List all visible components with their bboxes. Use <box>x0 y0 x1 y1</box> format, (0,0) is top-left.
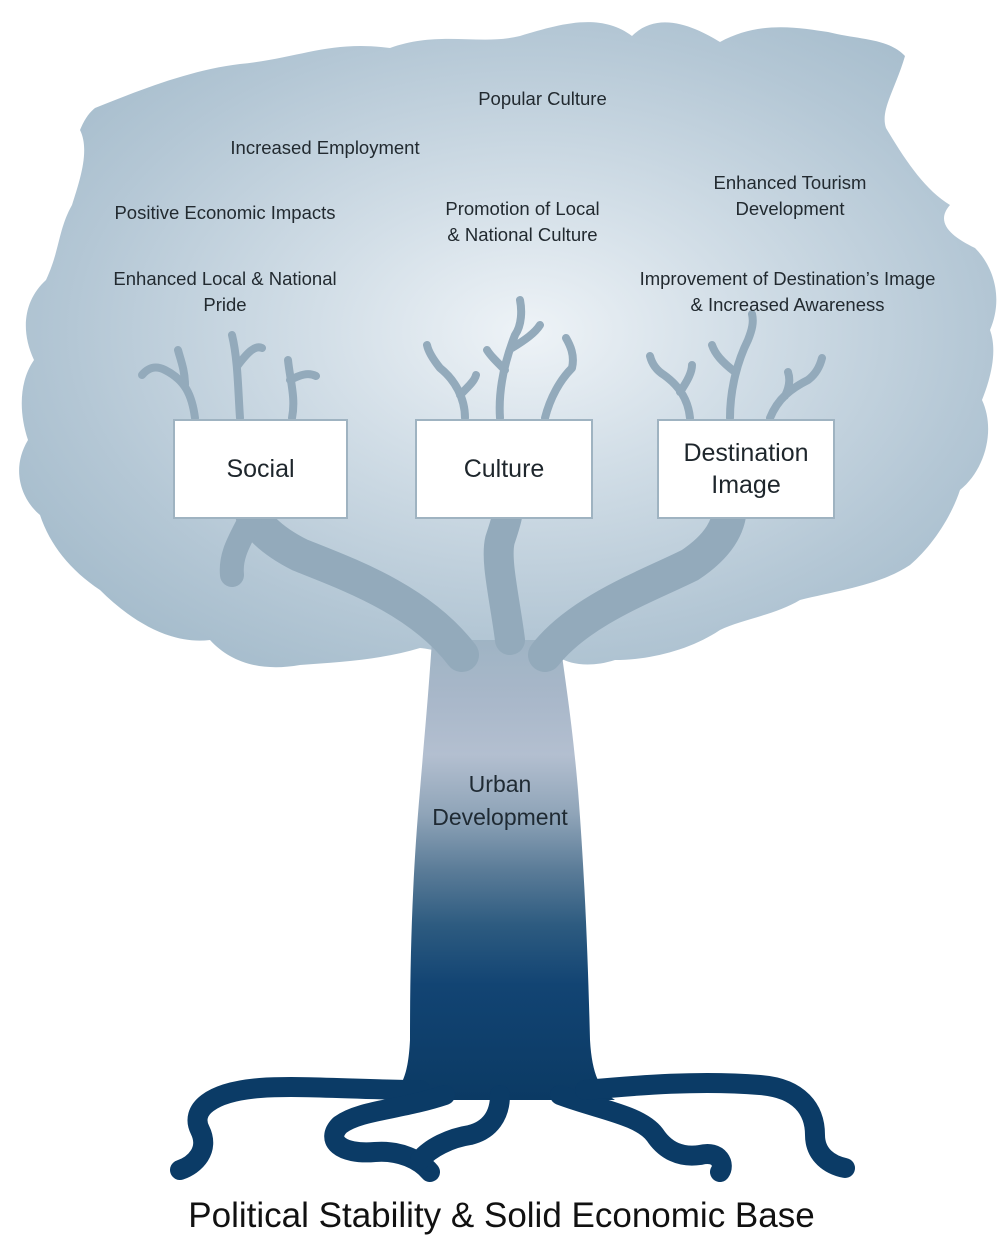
label-increased-employment: Increased Employment <box>230 137 420 158</box>
label-destination-image-awareness: Improvement of Destination’s Image & Inc… <box>639 268 936 315</box>
tree-roots <box>170 1072 855 1182</box>
label-enhanced-tourism: Enhanced Tourism Development <box>713 172 867 219</box>
label-promotion-of-culture: Promotion of Local & National Culture <box>445 198 600 245</box>
label-positive-economic-impacts: Positive Economic Impacts <box>114 202 336 223</box>
label-popular-culture: Popular Culture <box>478 88 607 109</box>
branch-box-destination-image: Destination Image <box>657 419 835 519</box>
label-enhanced-pride: Enhanced Local & National Pride <box>113 268 337 315</box>
tree-twigs <box>138 296 826 422</box>
tree-trunk <box>385 640 615 1100</box>
base-caption: Political Stability & Solid Economic Bas… <box>188 1196 815 1235</box>
branch-box-culture: Culture <box>415 419 593 519</box>
branch-box-social: Social <box>173 419 348 519</box>
label-urban-development: Urban Development <box>432 771 568 831</box>
